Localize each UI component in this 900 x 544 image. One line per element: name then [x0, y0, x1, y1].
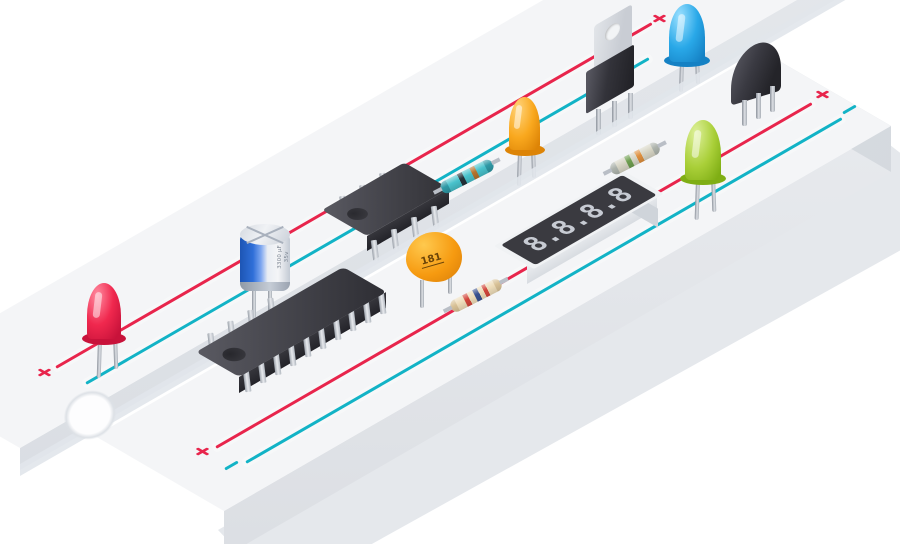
led-bulb — [669, 4, 705, 62]
to92-leg — [756, 93, 761, 119]
to92-leg — [742, 100, 747, 126]
capacitor-label: 3300 µF 35v — [277, 244, 290, 269]
led-leg — [694, 179, 700, 221]
board-notch — [53, 379, 127, 451]
capacitor-leg — [448, 266, 452, 294]
capacitor-bottom-band — [240, 282, 290, 291]
red-led — [80, 280, 130, 390]
negative-mark — [224, 460, 239, 471]
to220-leg — [628, 93, 633, 119]
negative-mark — [842, 104, 857, 115]
resistor-lead — [657, 140, 667, 149]
resistor-lead — [498, 276, 509, 285]
led-leg — [96, 339, 102, 379]
led-bulb — [685, 120, 721, 180]
to220-tab-hole — [605, 19, 620, 44]
capacitor-leg — [420, 280, 424, 308]
positive-mark — [33, 366, 56, 379]
ic-pin1-dimple — [217, 345, 251, 364]
blue-led — [662, 2, 714, 112]
positive-mark — [811, 88, 834, 101]
resistor-lead — [602, 168, 613, 176]
orange-led — [502, 94, 548, 204]
led-bulb — [87, 283, 121, 339]
capacitor-disc — [406, 232, 462, 282]
to220-leg — [596, 109, 601, 135]
positive-mark — [191, 445, 214, 458]
to92-leg — [770, 86, 775, 112]
ic-top-face — [322, 162, 450, 236]
ic-pin1-dimple — [342, 205, 373, 223]
tan-resistor — [602, 140, 667, 177]
resistor-lead — [490, 157, 501, 166]
green-led — [678, 118, 730, 238]
ceramic-capacitor: 181 — [404, 232, 468, 322]
led-leg — [516, 151, 522, 187]
to220-leg — [612, 101, 617, 127]
